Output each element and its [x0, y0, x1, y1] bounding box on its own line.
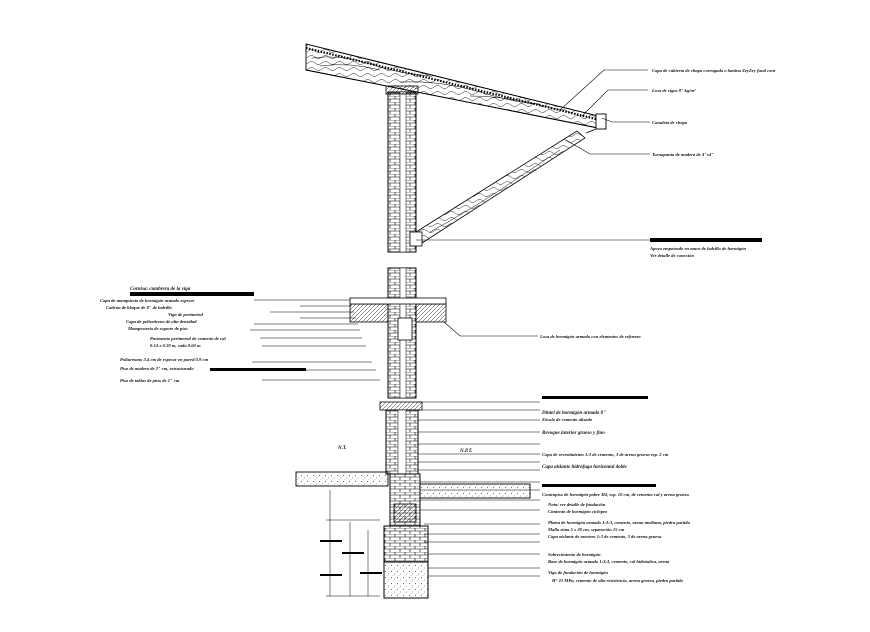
- label-left-8: 0.14 x 0.20 m, cada 0.60 m: [150, 343, 201, 348]
- lower-wall-core: [397, 409, 407, 475]
- label-bracket-1: Apoyo empotrado en muro de ladrillo de h…: [649, 246, 747, 251]
- label-lower-9: Platea de hormigón armado 1:3:3, cemento…: [548, 520, 691, 525]
- label-mid-1: Losa de hormigón armado con elementos de…: [539, 334, 641, 339]
- floor-finish: [349, 297, 447, 305]
- label-left-2: Capa de mampuesto de hormigón armado esp…: [100, 298, 195, 303]
- level-exterior: N.T.: [337, 446, 347, 451]
- label-left-7: Pavimento perimetral de cemento de cal: [150, 336, 226, 341]
- label-lower-4: Capa de revestimiento 1:3 de cemento, 3 …: [542, 452, 669, 457]
- lower-labels: Dintel de hormigón armado 8" Zócalo de c…: [541, 411, 691, 583]
- roof-underside: [305, 69, 599, 129]
- label-lower-12: Sobrecimiento de hormigón: [548, 552, 601, 557]
- roof-assembly: [305, 43, 607, 134]
- label-lower-11: Capa aislante de mortero 1:3 de cemento,…: [548, 534, 662, 539]
- label-left-11: Piso de tablas de pino de 1" cm: [120, 378, 180, 383]
- label-lower-1: Dintel de hormigón armado 8": [541, 411, 606, 416]
- label-left-10: Piso de madera de 2" cm, estructurado: [120, 366, 194, 371]
- label-left-4: Viga de perimetral: [168, 312, 204, 317]
- label-left-9: Poliuretano 3.4 cm de espesor en pared 0…: [120, 357, 208, 362]
- ground-fill-left: [295, 471, 389, 487]
- level-interior: N.P.T.: [459, 449, 473, 454]
- label-lower-3: Revoque interior grueso y fino: [542, 431, 605, 436]
- label-roof-3: Canaleta de chapa: [652, 120, 688, 125]
- roof-corrugated-sheet: [305, 46, 601, 122]
- floor-slab-right: [415, 303, 447, 323]
- strut-anchor: [409, 231, 423, 247]
- foundation-brick: [383, 525, 429, 563]
- wall-top-plate: [385, 85, 419, 95]
- plinth-beam: [393, 503, 417, 523]
- label-roof-4: Tornapunta de madera de 4"x4": [652, 152, 714, 157]
- gutter-lip: [585, 128, 597, 134]
- label-lower-2: Zócalo de cemento alisado: [541, 417, 593, 422]
- foundation-footing: [383, 561, 429, 599]
- label-left-3: Cadena de bloque de 8" de ladrillo: [106, 305, 173, 310]
- left-labels: Cornisa: cumbrera de la viga Capa de mam…: [100, 287, 226, 383]
- mid-labels: Losa de hormigón armado con elementos de…: [539, 334, 641, 339]
- label-left-1: Cornisa: cumbrera de la viga: [130, 287, 191, 292]
- upper-wall-core: [399, 91, 407, 253]
- lower-wall: [295, 401, 531, 599]
- label-bracket-2: Ver detalle de conexión: [650, 253, 694, 258]
- leader-lines: [250, 69, 650, 577]
- label-left-6: Mampostería de soporte de piso: [127, 326, 188, 331]
- strut-body: [415, 130, 586, 244]
- level-markers: N.T. N.P.T.: [337, 446, 473, 454]
- label-lower-14: Viga de fundación de hormigón: [548, 570, 608, 575]
- label-lower-5: Capa aislante hidrófuga horizontal doble: [542, 465, 628, 470]
- timber-strut: [415, 130, 586, 244]
- label-lower-13: Base de hormigón armado 1:3:3, cemento, …: [547, 559, 670, 564]
- roof-slab: [305, 43, 603, 129]
- beam-block: [397, 317, 413, 341]
- heading-bars: [130, 238, 762, 487]
- label-roof-2: Losa de vigas 8" kg/m²: [651, 88, 696, 93]
- upper-wall: [385, 85, 423, 253]
- label-lower-10: Malla sima 5 x 20 cm, separación 15 cm: [547, 527, 625, 532]
- lintel: [379, 401, 423, 411]
- label-lower-7: Nota: ver detalle de fundación: [547, 502, 606, 507]
- label-left-5: Capa de poliestireno de alta densidad: [126, 319, 197, 324]
- roof-tile-line: [305, 43, 603, 118]
- roof-wood-grain: [311, 56, 561, 111]
- dimension-lines: [320, 490, 382, 597]
- gutter: [595, 113, 607, 130]
- label-lower-15: H° 21 MPa, cemento de alta resistencia, …: [551, 578, 684, 583]
- label-roof-1: Capa de cubierta de chapa corrugada o la…: [652, 68, 776, 73]
- label-lower-8: Cimiento de hormigón ciclópeo: [548, 509, 608, 514]
- roof-labels: Capa de cubierta de chapa corrugada o la…: [649, 68, 776, 258]
- mid-wall: [349, 267, 447, 399]
- strut-grain: [429, 149, 561, 233]
- label-lower-6: Contrapiso de hormigón pobre H4, esp. 10…: [542, 492, 689, 497]
- floor-slab-left: [349, 303, 389, 323]
- floor-fill-right: [417, 483, 531, 499]
